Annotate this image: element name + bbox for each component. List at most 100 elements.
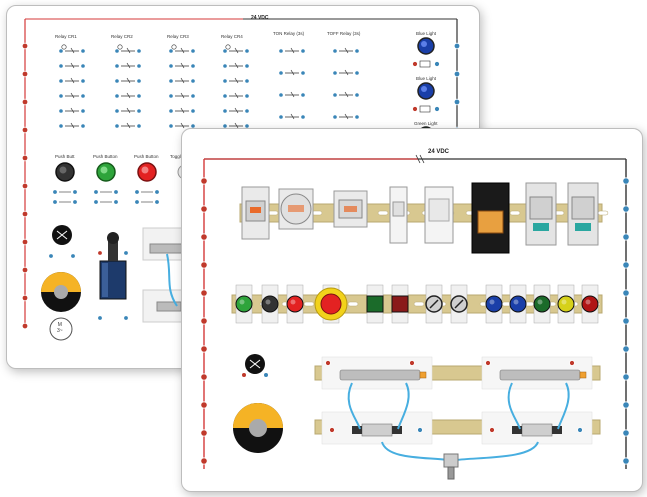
positive-rail-terminal[interactable] [200,345,208,353]
contact-terminal[interactable] [168,78,174,84]
red-pilot-light[interactable] [581,295,599,313]
negative-rail-terminal[interactable] [453,42,461,50]
sensor-terminal[interactable] [485,360,491,366]
pushbutton-terminal[interactable] [113,189,119,195]
negative-rail-terminal[interactable] [622,317,630,325]
contact-terminal[interactable] [222,63,228,69]
contact-terminal[interactable] [136,48,142,54]
pushbutton-green[interactable] [96,162,116,182]
light-terminal-positive[interactable] [412,106,418,112]
negative-rail-terminal[interactable] [622,205,630,213]
pushbutton-terminal[interactable] [52,189,58,195]
valve-terminal[interactable] [489,427,495,433]
contact-terminal[interactable] [244,108,250,114]
pushbutton-terminal[interactable] [154,199,160,205]
contact-terminal[interactable] [222,78,228,84]
contact-terminal[interactable] [244,93,250,99]
negative-rail-terminal[interactable] [622,233,630,241]
pushbutton-terminal[interactable] [134,199,140,205]
motor[interactable] [49,317,73,341]
pushbutton-terminal[interactable] [113,199,119,205]
pushbutton-terminal[interactable] [134,189,140,195]
relay-module-2[interactable] [333,190,368,228]
positive-rail-terminal[interactable] [21,182,29,190]
contact-terminal[interactable] [332,114,338,120]
timer-relay-1[interactable] [389,186,408,244]
limit-switch-terminal[interactable] [97,250,103,256]
limit-switch-terminal[interactable] [123,250,129,256]
pushbutton-terminal[interactable] [154,189,160,195]
relay-module-1[interactable] [241,186,270,240]
pneumatic-cylinder[interactable] [339,369,421,381]
valve-terminal[interactable] [329,427,335,433]
contact-terminal[interactable] [354,114,360,120]
negative-rail-terminal[interactable] [622,177,630,185]
black-pushbutton[interactable] [261,295,279,313]
light-terminal-negative[interactable] [434,61,440,67]
pushbutton-red[interactable] [137,162,157,182]
solenoid-valve[interactable] [521,423,553,437]
positive-rail-terminal[interactable] [200,317,208,325]
limit-switch[interactable] [99,232,127,300]
negative-rail-terminal[interactable] [453,98,461,106]
contact-terminal[interactable] [332,70,338,76]
contact-terminal[interactable] [114,78,120,84]
contact-terminal[interactable] [168,108,174,114]
pushbutton-terminal[interactable] [72,189,78,195]
contact-terminal[interactable] [80,108,86,114]
contact-terminal[interactable] [244,48,250,54]
positive-rail-terminal[interactable] [21,126,29,134]
positive-rail-terminal[interactable] [21,294,29,302]
contact-terminal[interactable] [222,48,228,54]
contact-terminal[interactable] [300,114,306,120]
positive-rail-terminal[interactable] [200,233,208,241]
contact-terminal[interactable] [278,48,284,54]
positive-rail-terminal[interactable] [21,210,29,218]
light-terminal-negative[interactable] [434,106,440,112]
contact-terminal[interactable] [58,63,64,69]
contact-terminal[interactable] [190,78,196,84]
blue-light-1[interactable] [417,37,435,55]
positive-rail-terminal[interactable] [21,266,29,274]
pushbutton-terminal[interactable] [52,199,58,205]
contact-terminal[interactable] [222,108,228,114]
positive-rail-terminal[interactable] [21,238,29,246]
contact-terminal[interactable] [136,63,142,69]
contact-terminal[interactable] [168,48,174,54]
rotary-knob[interactable] [233,403,283,453]
contact-terminal[interactable] [58,48,64,54]
negative-rail-terminal[interactable] [453,70,461,78]
limit-switch-terminal[interactable] [97,315,103,321]
contact-terminal[interactable] [168,93,174,99]
blue-light-2[interactable] [417,82,435,100]
contact-terminal[interactable] [190,93,196,99]
contact-terminal[interactable] [354,48,360,54]
limit-switch-terminal[interactable] [123,315,129,321]
contact-terminal[interactable] [80,93,86,99]
contact-terminal[interactable] [114,93,120,99]
contact-terminal[interactable] [244,63,250,69]
positive-rail-terminal[interactable] [21,98,29,106]
contact-terminal[interactable] [114,63,120,69]
negative-rail-terminal[interactable] [622,401,630,409]
emergency-stop-button[interactable] [320,293,342,315]
contact-terminal[interactable] [114,123,120,129]
positive-rail-terminal[interactable] [21,154,29,162]
sensor-terminal[interactable] [409,360,415,366]
contact-terminal[interactable] [136,93,142,99]
contact-terminal[interactable] [80,63,86,69]
contact-terminal[interactable] [332,48,338,54]
selector-terminal[interactable] [70,253,76,259]
air-manifold[interactable] [443,453,459,480]
negative-rail-terminal[interactable] [622,289,630,297]
negative-rail-terminal[interactable] [622,345,630,353]
contact-terminal[interactable] [136,108,142,114]
green-pushbutton[interactable] [235,295,253,313]
sensor-terminal[interactable] [325,360,331,366]
positive-rail-terminal[interactable] [21,322,29,330]
positive-rail-terminal[interactable] [200,429,208,437]
red-indicator-square[interactable] [391,295,409,313]
contact-terminal[interactable] [168,123,174,129]
contact-terminal[interactable] [58,78,64,84]
contact-terminal[interactable] [80,123,86,129]
